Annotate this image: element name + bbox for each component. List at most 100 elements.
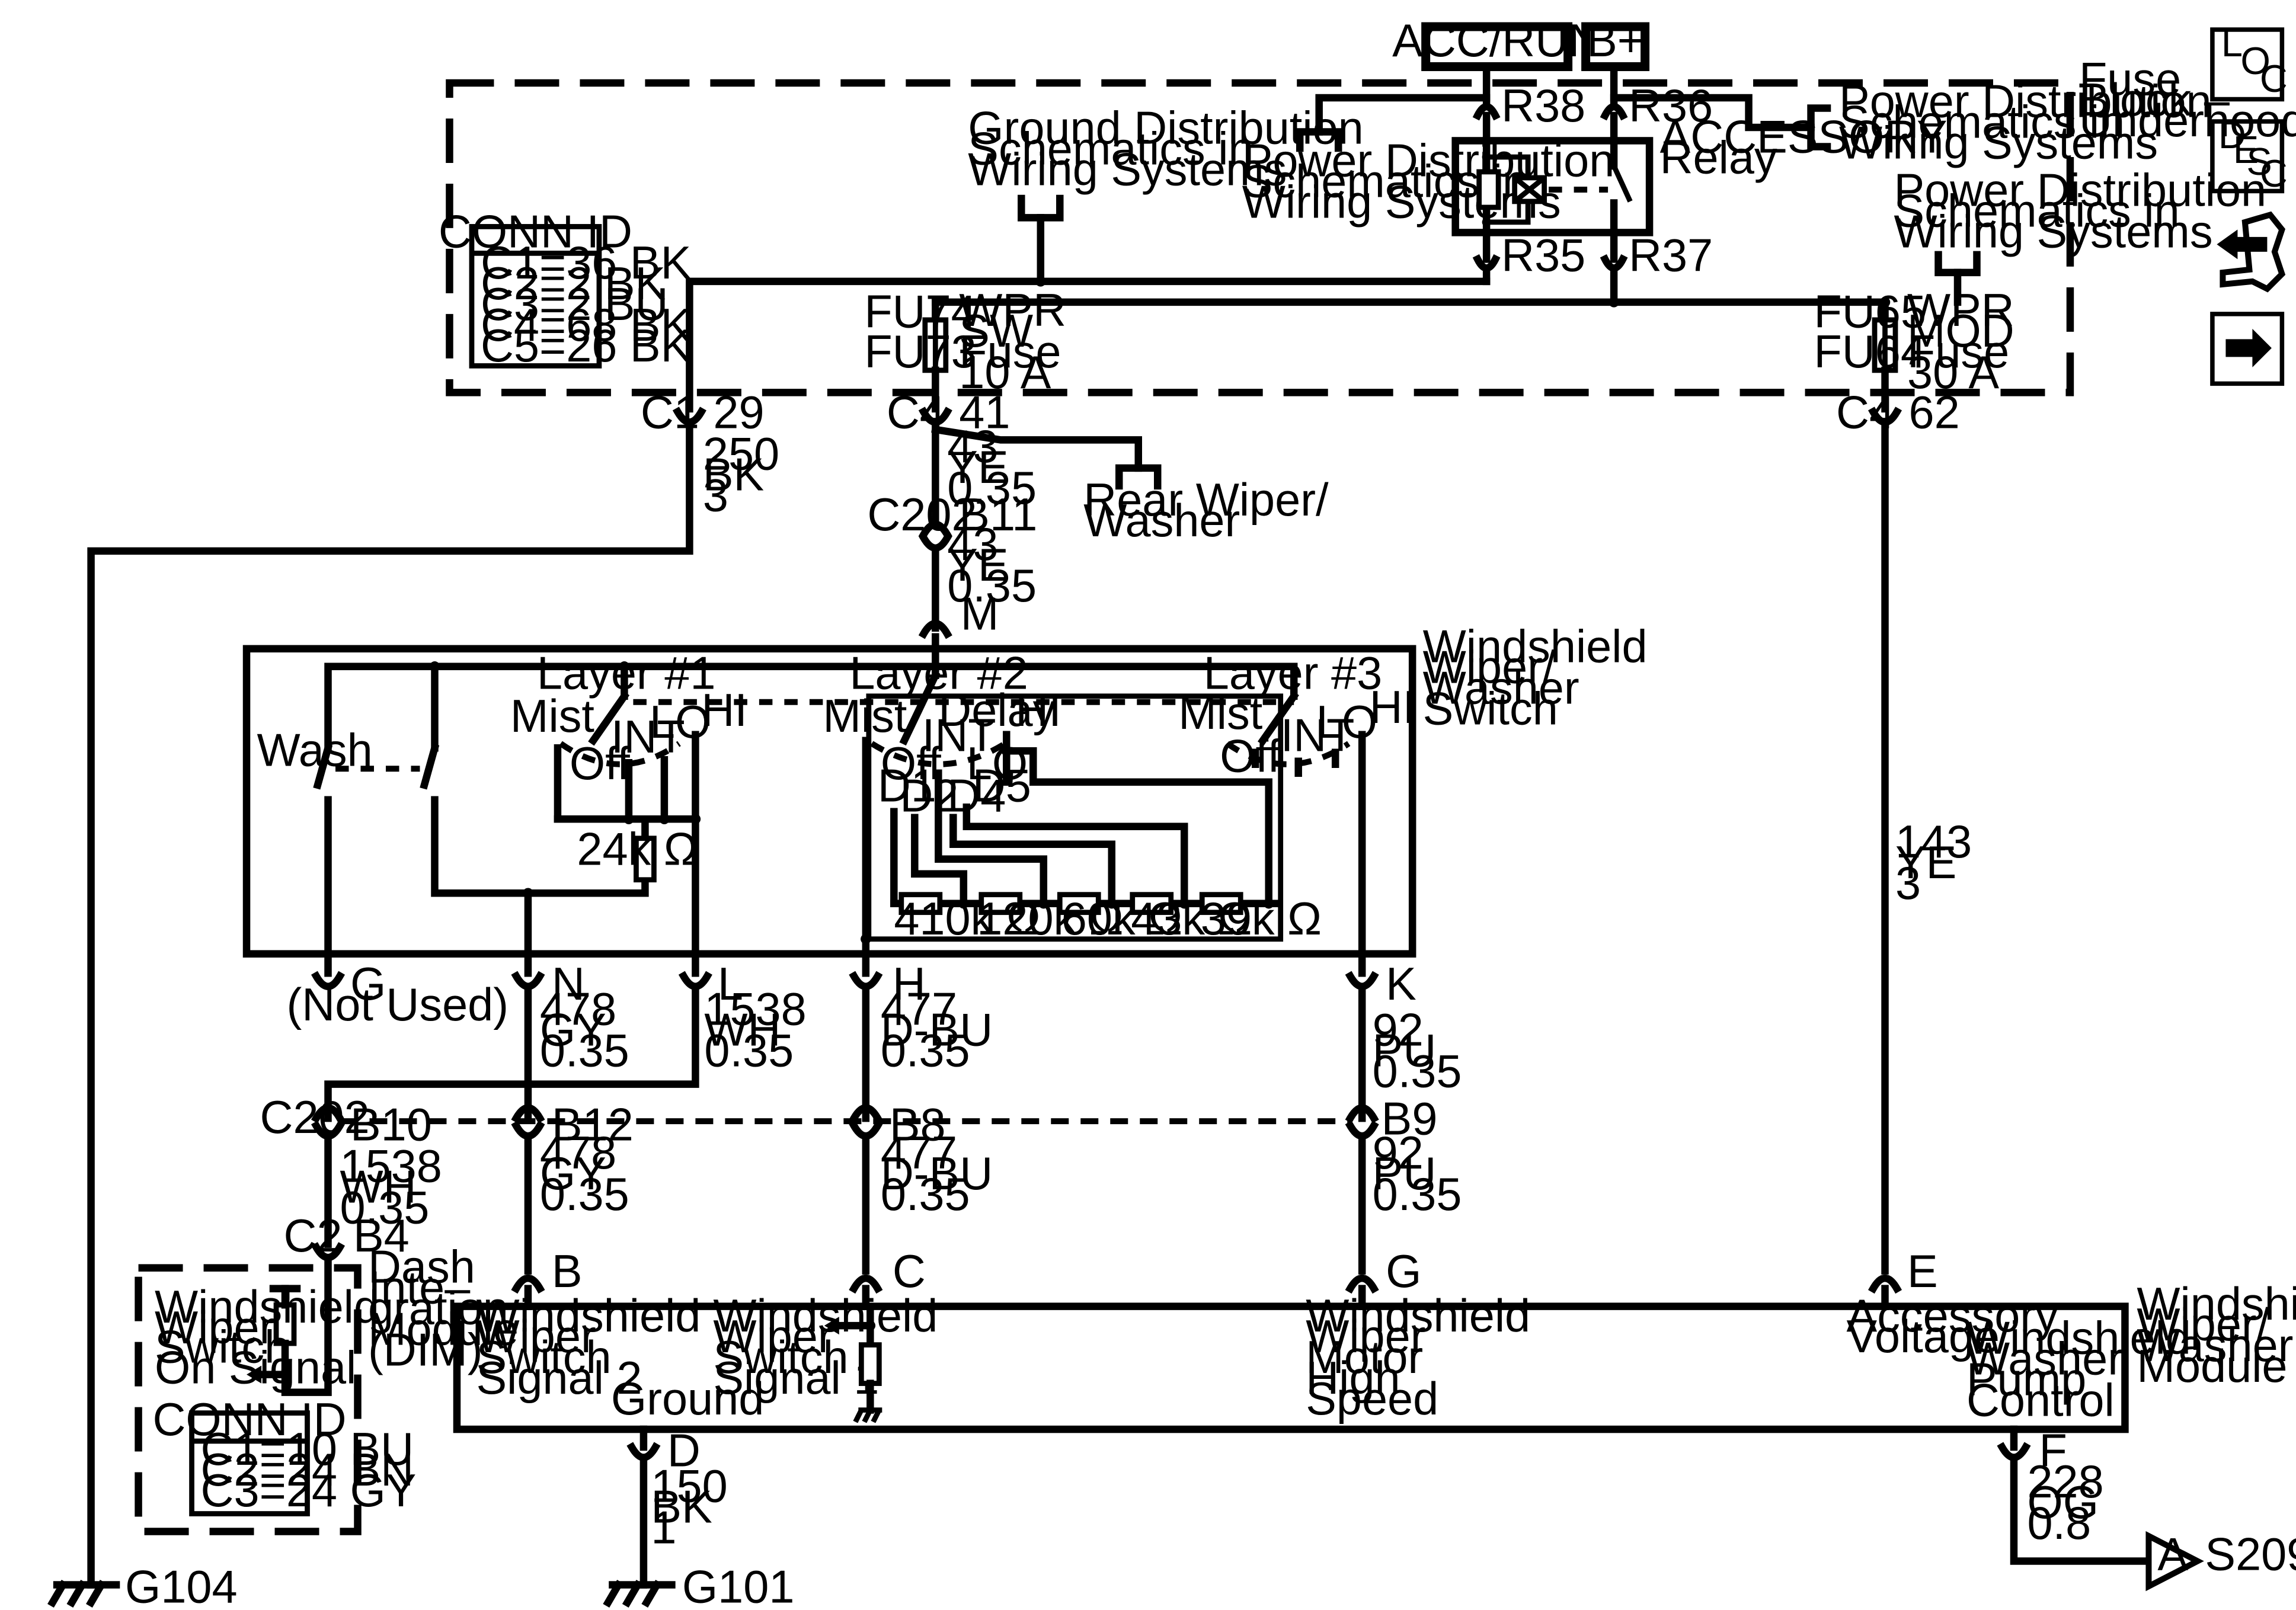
svg-text:24k Ω: 24k Ω	[577, 824, 698, 875]
svg-text:B8: B8	[890, 1100, 946, 1151]
module-accessory-voltage: Accessory Voltage	[1847, 1291, 2059, 1362]
loc-icon[interactable]: L O C	[2210, 21, 2288, 102]
svg-text:Mist: Mist	[823, 691, 907, 742]
layer3-switch: Layer #3 Mist Off INT LO HI	[1178, 648, 1415, 977]
svg-text:1: 1	[651, 1503, 676, 1554]
module-connector-e: E	[1868, 1246, 1938, 1310]
wire-477-label-upper: 477 D-BU 0.35	[881, 984, 993, 1077]
svg-text:Wiper: Wiper	[1306, 1311, 1425, 1362]
connector-l: L	[678, 959, 743, 1010]
svg-text:M: M	[961, 588, 999, 639]
svg-text:30 A: 30 A	[1907, 347, 1999, 398]
svg-text:60k Ω: 60k Ω	[1061, 894, 1182, 945]
svg-text:OG: OG	[2027, 1477, 2099, 1528]
svg-text:Control: Control	[1966, 1375, 2115, 1426]
svg-text:YE: YE	[947, 442, 1008, 493]
power-distribution-ref-right: Power Distribution Schematics in Wiring …	[1894, 165, 2266, 306]
svg-text:Washer: Washer	[2137, 1320, 2293, 1371]
svg-text:B4: B4	[353, 1211, 410, 1262]
wire-92-label-upper: 92 PU 0.35	[1373, 1005, 1462, 1097]
desc-icon[interactable]: D E S C	[2210, 113, 2288, 195]
connector-end-view-icon[interactable]	[2217, 211, 2286, 293]
svg-text:Voltage: Voltage	[1847, 1311, 2000, 1362]
svg-text:SW: SW	[959, 306, 1033, 357]
svg-text:G104: G104	[125, 1562, 238, 1610]
svg-text:Wiper: Wiper	[155, 1302, 274, 1353]
module-connector-b: B	[511, 1246, 583, 1310]
dim-wiper-on-signal: Windshield Wiper Switch On Signal	[155, 1258, 379, 1396]
svg-text:D5: D5	[973, 760, 1031, 811]
svg-text:D-BU: D-BU	[881, 1005, 993, 1056]
svg-text:1538: 1538	[340, 1141, 442, 1192]
wire-250-label: 250 BK 3	[703, 428, 779, 521]
svg-text:L: L	[718, 959, 743, 1010]
wire-228-og	[2010, 1457, 2150, 1565]
svg-text:R35: R35	[1501, 230, 1585, 281]
svg-text:143: 143	[1895, 817, 1972, 868]
svg-text:(Not Used): (Not Used)	[287, 980, 509, 1030]
svg-text:Wiring Systems: Wiring Systems	[1242, 177, 1561, 228]
svg-text:G: G	[350, 959, 386, 1010]
svg-text:477: 477	[881, 1128, 957, 1179]
svg-text:GY: GY	[540, 1148, 606, 1199]
svg-text:Switch: Switch	[476, 1332, 611, 1383]
svg-text:R38: R38	[1501, 81, 1585, 132]
ground-bus	[686, 277, 1491, 413]
svg-text:MOD: MOD	[1907, 306, 2014, 357]
svg-text:43k Ω: 43k Ω	[1131, 894, 1252, 945]
svg-text:B10: B10	[350, 1100, 432, 1151]
svg-text:H: H	[893, 959, 926, 1010]
svg-text:Windshield: Windshield	[1966, 1313, 2191, 1364]
svg-text:Wiring Systems: Wiring Systems	[968, 144, 1287, 195]
svg-text:Windshield: Windshield	[476, 1291, 701, 1342]
module-washer-pump-control: Windshield Washer Pump Control	[1966, 1313, 2191, 1426]
wiper-washer-module-label: Windshield Wiper/ Washer Module	[2137, 1279, 2296, 1392]
module-motor-high-speed: Windshield Wiper Motor High Speed	[1306, 1291, 1530, 1425]
accessory-relay: R38 R36 R35 R37 ACCESSORY Relay	[1451, 63, 1948, 306]
svg-text:PU: PU	[1373, 1148, 1437, 1199]
svg-text:(DIM): (DIM)	[368, 1325, 483, 1376]
svg-text:C1=36 BK: C1=36 BK	[481, 238, 691, 289]
svg-text:Relay: Relay	[1660, 132, 1777, 183]
svg-text:R37: R37	[1629, 230, 1713, 281]
svg-text:Fuse: Fuse	[959, 327, 1061, 377]
svg-text:E: E	[1907, 1246, 1938, 1297]
connector-c4-62: C4 62	[1836, 387, 1960, 438]
svg-text:Mist: Mist	[1178, 688, 1262, 739]
svg-text:Underhood: Underhood	[2079, 95, 2296, 146]
svg-text:BK: BK	[703, 449, 764, 500]
wire-43-label-upper: 43 YE 0.35	[947, 421, 1037, 514]
module-switch-signal-1: Windshield Wiper Switch Signal 1	[713, 1291, 938, 1423]
wire-1538-upper	[324, 984, 699, 1122]
svg-text:R36: R36	[1629, 81, 1713, 132]
svg-text:92: 92	[1373, 1005, 1424, 1056]
svg-text:F: F	[2039, 1426, 2067, 1477]
svg-text:L: L	[2221, 21, 2243, 65]
svg-text:Mist: Mist	[510, 691, 594, 742]
acc-run-source: ACC/RUN	[1392, 15, 1601, 71]
svg-text:Signal 1: Signal 1	[713, 1353, 879, 1404]
next-page-arrow-icon[interactable]	[2210, 312, 2285, 386]
svg-text:D4: D4	[947, 771, 1006, 822]
svg-text:WH: WH	[340, 1162, 417, 1213]
svg-text:C3=2 BU: C3=2 BU	[481, 279, 669, 330]
wire-477-label-lower: 477 D-BU 0.35	[881, 1128, 993, 1220]
svg-text:N: N	[552, 959, 585, 1010]
wash-switch: Wash	[257, 725, 649, 977]
svg-text:0.35: 0.35	[1373, 1169, 1462, 1220]
offpage-connector-a-s209[interactable]: A S209	[2145, 1529, 2296, 1592]
svg-text:C1=10 BU: C1=10 BU	[201, 1424, 414, 1475]
connector-c4-41: C4 41	[887, 387, 1011, 438]
svg-text:YE: YE	[1895, 837, 1956, 888]
module-connector-g: G	[1345, 1246, 1421, 1310]
svg-text:D1: D1	[878, 760, 936, 811]
svg-text:Motor: Motor	[1306, 1332, 1423, 1383]
svg-text:0.35: 0.35	[881, 1169, 970, 1220]
wiper-washer-module-outline	[453, 1302, 2129, 1433]
svg-text:C202: C202	[260, 1092, 370, 1143]
wire-478-label-upper: 478 GY 0.35	[540, 984, 629, 1077]
svg-text:120k Ω: 120k Ω	[977, 894, 1123, 945]
svg-text:Washer: Washer	[1083, 495, 1240, 546]
svg-text:G101: G101	[682, 1562, 795, 1610]
svg-text:CONN ID: CONN ID	[439, 206, 632, 257]
